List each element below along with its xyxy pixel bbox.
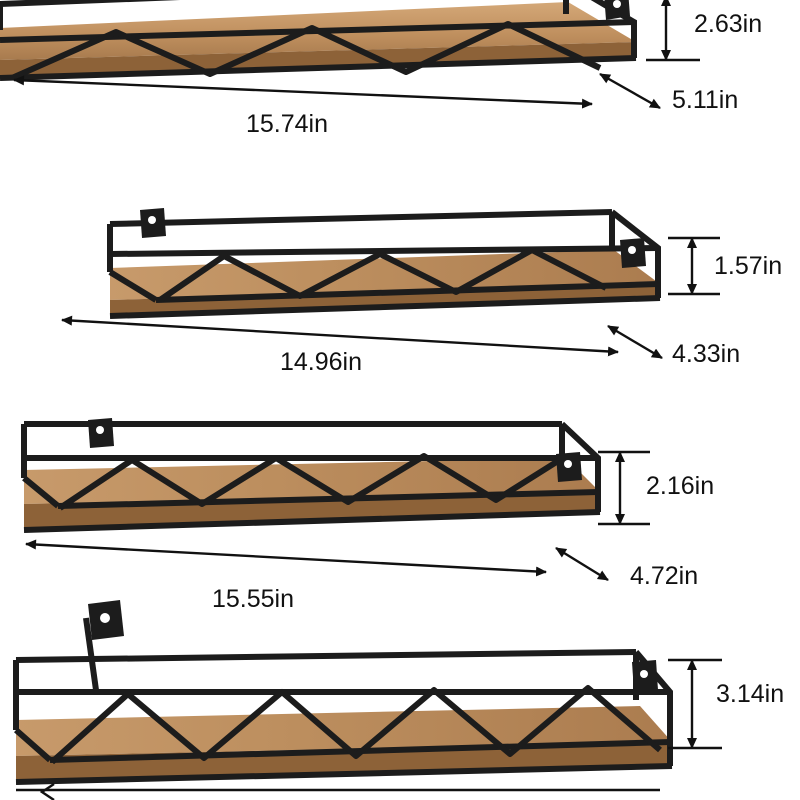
shelf-3-dimensions [25, 450, 650, 582]
shelf-3-length-label: 15.55in [212, 585, 295, 613]
shelf-1-length-label: 15.74in [246, 110, 329, 138]
shelf-3-depth-label: 4.72in [630, 562, 699, 590]
shelf-3-graphic [21, 418, 601, 533]
shelf-1-dimensions [13, 0, 700, 110]
shelf-1-depth-label: 5.11in [672, 86, 739, 114]
shelf-2-height-label: 1.57in [714, 252, 783, 280]
shelf-4-height-label: 3.14in [716, 680, 785, 708]
shelf-2-depth-label: 4.33in [672, 340, 741, 368]
shelf-2-dimensions [61, 236, 720, 360]
shelf-2-graphic [107, 208, 661, 319]
shelf-1-graphic [0, 0, 637, 81]
shelf-4-graphic [13, 600, 673, 800]
shelf-3-height-label: 2.16in [646, 472, 715, 500]
shelf-4-dimensions [668, 658, 722, 750]
shelf-1-height-label: 2.63in [694, 10, 763, 38]
shelf-2-length-label: 14.96in [280, 348, 363, 376]
